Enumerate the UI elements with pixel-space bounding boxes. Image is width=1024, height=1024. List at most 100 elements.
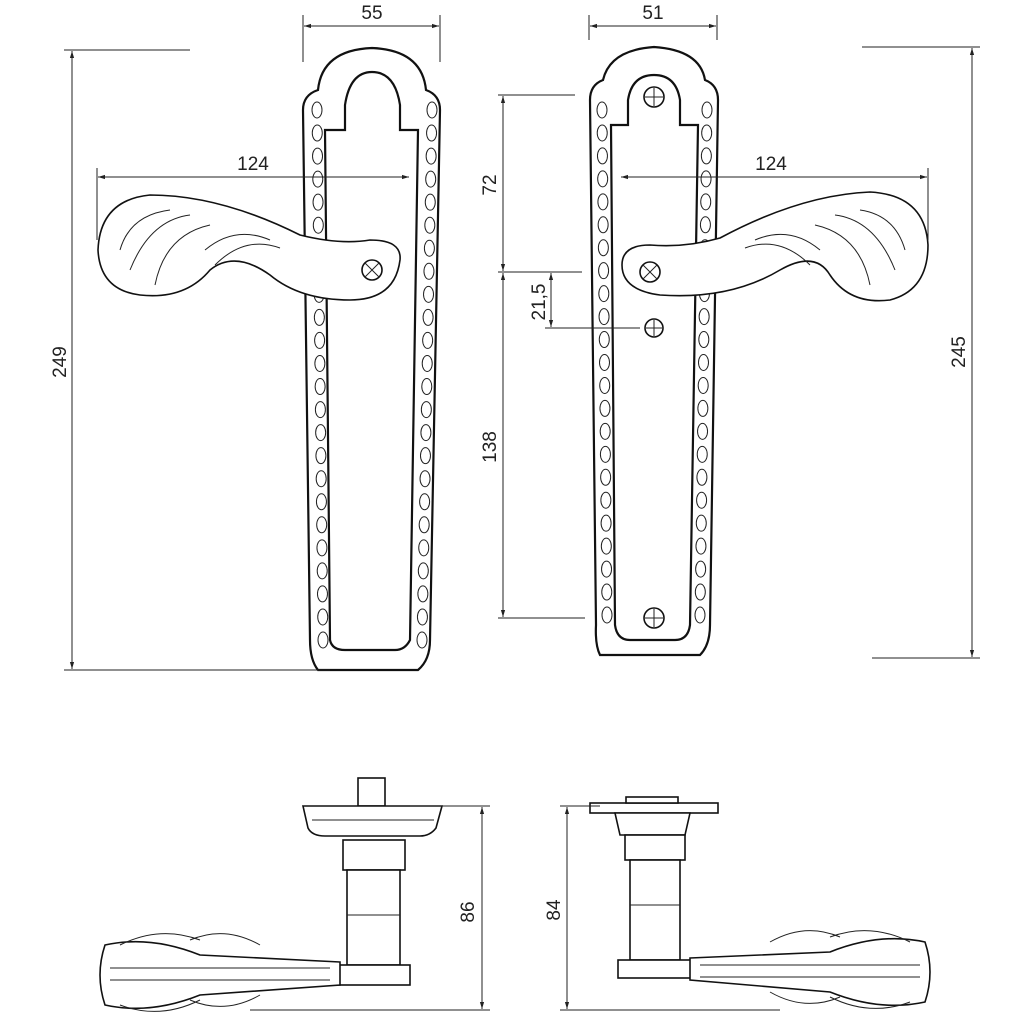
scallop-ornament bbox=[423, 262, 435, 280]
scallop-ornament bbox=[312, 147, 324, 165]
scallop-ornament bbox=[425, 147, 437, 165]
scallop-ornament bbox=[316, 516, 328, 534]
scallop-ornament bbox=[424, 216, 436, 234]
scallop-ornament bbox=[697, 376, 709, 394]
scallop-ornament bbox=[416, 631, 428, 649]
scallop-ornament bbox=[601, 583, 613, 601]
scallop-ornament bbox=[696, 491, 708, 509]
scallop-ornament bbox=[597, 193, 609, 211]
dimension-back-handle-length: 124 bbox=[621, 154, 929, 240]
scallop-ornament bbox=[314, 401, 326, 419]
scallop-ornament bbox=[600, 491, 612, 509]
scallop-ornament bbox=[418, 539, 430, 557]
scallop-ornament bbox=[600, 514, 612, 532]
dim-label-72: 72 bbox=[480, 174, 501, 195]
scallop-ornament bbox=[598, 285, 610, 303]
side-view-left bbox=[99, 777, 444, 1012]
scallop-ornament bbox=[317, 608, 329, 626]
scallop-ornament bbox=[701, 101, 713, 119]
dimension-side-left: 86 bbox=[250, 805, 490, 1011]
front-backplate bbox=[301, 46, 442, 672]
back-backplate bbox=[588, 45, 720, 657]
scallop-ornament bbox=[422, 308, 434, 326]
scallop-ornament bbox=[316, 539, 328, 557]
dimension-front-plate-width: 55 bbox=[302, 3, 441, 62]
scallop-ornament bbox=[314, 331, 326, 349]
scallop-ornament bbox=[420, 401, 432, 419]
dimension-back-offsets: 72 21,5 138 bbox=[480, 94, 640, 619]
scallop-ornament bbox=[695, 537, 707, 555]
scallop-ornament bbox=[598, 308, 610, 326]
scallop-ornament bbox=[423, 239, 435, 257]
scallop-ornament bbox=[311, 101, 323, 119]
dimension-back-plate-width: 51 bbox=[588, 3, 718, 40]
scallop-ornament bbox=[420, 424, 432, 442]
scallop-ornament bbox=[419, 493, 431, 511]
dim-label-124-front: 124 bbox=[237, 154, 269, 175]
scallop-ornament bbox=[311, 124, 323, 142]
scallop-ornament bbox=[695, 560, 707, 578]
back-lever-handle bbox=[621, 191, 929, 302]
scallop-ornament bbox=[599, 445, 611, 463]
scallop-ornament bbox=[315, 470, 327, 488]
key-hole-icon bbox=[644, 318, 664, 338]
scallop-ornament bbox=[422, 331, 434, 349]
scallop-ornament bbox=[426, 101, 438, 119]
scallop-ornament bbox=[698, 354, 709, 371]
scallop-ornament bbox=[419, 447, 431, 465]
dimension-side-right: 84 bbox=[544, 805, 780, 1011]
scallop-ornament bbox=[596, 124, 608, 142]
scallop-ornament bbox=[697, 422, 709, 440]
scallop-ornament bbox=[596, 101, 608, 119]
scallop-ornament bbox=[696, 468, 708, 486]
front-lever-handle bbox=[97, 194, 401, 301]
scallop-ornament bbox=[597, 239, 609, 257]
scallop-ornament bbox=[598, 331, 610, 349]
scallop-ornament bbox=[600, 468, 612, 486]
scallop-ornament bbox=[316, 562, 328, 580]
dim-label-55: 55 bbox=[361, 3, 382, 24]
scallop-ornament bbox=[694, 583, 706, 601]
scallop-ornament bbox=[312, 170, 324, 188]
screw-top-icon bbox=[643, 86, 665, 108]
scallop-ornament bbox=[313, 308, 325, 326]
scallop-ornament bbox=[698, 308, 710, 326]
scallop-ornament bbox=[596, 147, 608, 165]
dimension-front-handle-length: 124 bbox=[96, 154, 409, 240]
scallop-ornament bbox=[600, 537, 612, 555]
scallop-ornament bbox=[421, 378, 433, 396]
dimension-front-height: 249 bbox=[50, 49, 330, 671]
scallop-ornament bbox=[417, 562, 429, 580]
scallop-ornament bbox=[698, 331, 710, 349]
scallop-ornament bbox=[599, 422, 611, 440]
scallop-ornament bbox=[316, 585, 328, 603]
dim-label-21-5: 21,5 bbox=[529, 284, 550, 321]
scallop-ornament bbox=[312, 193, 324, 211]
scallop-ornament bbox=[418, 516, 430, 534]
screw-bottom-icon bbox=[643, 607, 665, 629]
scallop-ornament bbox=[701, 124, 713, 142]
dim-label-51: 51 bbox=[642, 3, 663, 24]
scallop-ornament bbox=[425, 170, 437, 188]
scallop-ornament bbox=[699, 216, 711, 234]
scallop-ornament bbox=[695, 514, 707, 532]
scallop-ornament bbox=[315, 447, 327, 465]
scallop-ornament bbox=[597, 216, 609, 234]
scallop-ornament bbox=[700, 170, 712, 188]
scallop-ornament bbox=[314, 354, 326, 372]
dim-label-86: 86 bbox=[458, 901, 479, 922]
scallop-ornament bbox=[421, 354, 433, 372]
scallop-ornament bbox=[314, 378, 326, 396]
scallop-ornament bbox=[423, 285, 435, 303]
scallop-ornament bbox=[315, 493, 327, 511]
dim-label-124-back: 124 bbox=[755, 154, 787, 175]
scallop-ornament bbox=[599, 399, 611, 417]
scallop-ornament bbox=[599, 376, 611, 394]
scallop-ornament bbox=[419, 470, 431, 488]
scallop-ornament bbox=[597, 170, 609, 188]
scallop-ornament bbox=[601, 560, 613, 578]
dim-label-138: 138 bbox=[480, 431, 501, 463]
scallop-ornament bbox=[694, 606, 706, 624]
scallop-ornament bbox=[416, 608, 428, 626]
